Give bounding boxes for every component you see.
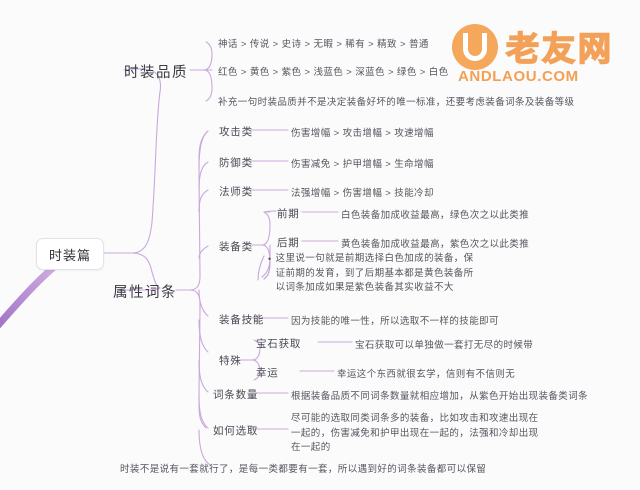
attr-entry-count-label[interactable]: 词条数量 — [213, 389, 259, 401]
special-luck-detail[interactable]: 幸运这个东西就很玄学，信则有不信则无 — [337, 369, 516, 380]
attr-attack-label[interactable]: 攻击类 — [219, 126, 253, 138]
equipment-note-text: 这里说一句就是前期选择白色加成的装备，保证前期的发育，到了后期基本都是黄色装备所… — [275, 253, 474, 294]
quality-color-list[interactable]: 红色 > 黄色 > 紫色 > 浅蓝色 > 深蓝色 > 绿色 > 白色 — [218, 67, 449, 78]
attr-equip-skill-label[interactable]: 装备技能 — [219, 314, 265, 326]
logo-domain-text: ANDLAOU.COM — [458, 68, 579, 85]
site-logo-watermark: 老友网 ANDLAOU.COM — [452, 24, 628, 86]
logo-chinese-text: 老友网 — [505, 28, 614, 69]
u-circle-icon — [452, 24, 498, 70]
attr-attack-detail[interactable]: 伤害增幅 > 攻击增幅 > 攻速增幅 — [291, 128, 434, 139]
attr-entry-count-detail[interactable]: 根据装备品质不同词条数量就相应增加，从紫色开始出现装备类词条 — [291, 391, 589, 402]
attr-mage-label[interactable]: 法师类 — [219, 186, 253, 198]
attr-how-to-pick-detail[interactable]: 尽可能的选取同类词条多的装备，比如攻击和攻速出现在一起的，伤害减免和护甲出现在一… — [291, 413, 539, 454]
quality-tier-list[interactable]: 神话 > 传说 > 史诗 > 无暇 > 稀有 > 精致 > 普通 — [218, 39, 429, 50]
attr-defense-detail[interactable]: 伤害减免 > 护甲增幅 > 生命增幅 — [291, 159, 434, 170]
branch-quality-label[interactable]: 时装品质 — [124, 61, 188, 82]
attr-how-to-pick-label[interactable]: 如何选取 — [213, 425, 259, 437]
root-label: 时装篇 — [48, 247, 91, 263]
branch-attributes-label[interactable]: 属性词条 — [113, 281, 177, 302]
special-gem-label[interactable]: 宝石获取 — [256, 338, 302, 350]
attr-defense-label[interactable]: 防御类 — [219, 157, 253, 169]
equipment-late-label[interactable]: 后期 — [277, 237, 300, 249]
equipment-early-detail[interactable]: 白色装备加成收益最高，绿色次之以此类推 — [341, 210, 530, 221]
attr-equip-skill-detail[interactable]: 因为技能的唯一性，所以选取不一样的技能即可 — [291, 316, 499, 327]
attr-mage-detail[interactable]: 法强增幅 > 伤害增幅 > 技能冷却 — [291, 188, 434, 199]
special-gem-detail[interactable]: 宝石获取可以单独做一套打无尽的时候带 — [355, 340, 534, 351]
equipment-late-detail[interactable]: 黄色装备加成收益最高，紫色次之以此类推 — [341, 239, 530, 250]
attr-equipment-label[interactable]: 装备类 — [219, 241, 253, 253]
attr-special-label[interactable]: 特殊 — [219, 355, 242, 367]
footer-note[interactable]: 时装不是说有一套就行了，是每一类都要有一套，所以遇到好的词条装备都可以保留 — [120, 464, 487, 475]
branch-quality-text: 时装品质 — [124, 65, 188, 81]
quality-note[interactable]: 补充一句时装品质并不是决定装备好坏的唯一标准，还要考虑装备词条及装备等级 — [218, 97, 575, 108]
bullet-icon: • — [268, 254, 272, 264]
mindmap-root-node[interactable]: 时装篇 — [36, 238, 104, 270]
equipment-note[interactable]: • 这里说一句就是前期选择白色加成的装备，保证前期的发育，到了后期基本都是黄色装… — [268, 252, 478, 296]
equipment-early-label[interactable]: 前期 — [277, 208, 300, 220]
special-luck-label[interactable]: 幸运 — [256, 367, 279, 379]
branch-attributes-text: 属性词条 — [113, 285, 177, 301]
